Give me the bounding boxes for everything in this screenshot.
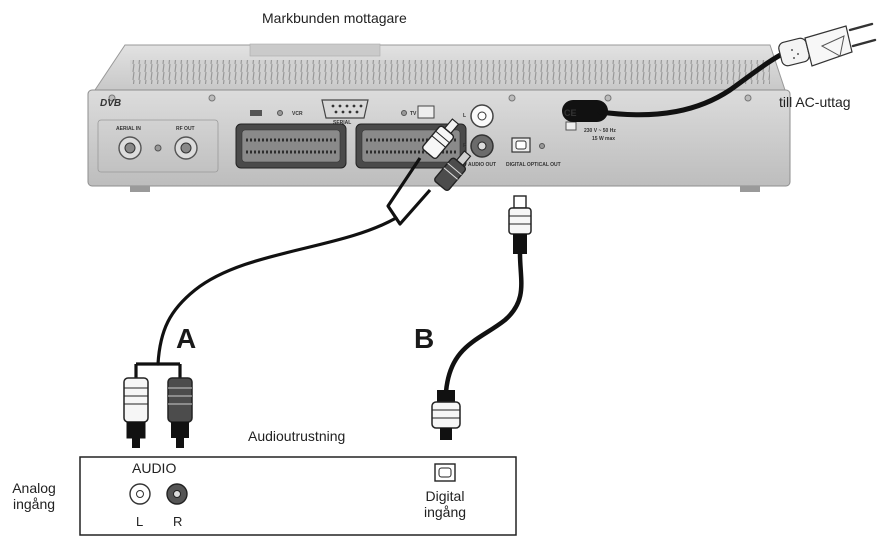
power-cable [597,49,789,118]
panel-aerial-in: AERIAL IN [116,126,141,132]
panel-vcr: VCR [292,111,303,117]
left-channel-label: L [136,514,144,529]
optical-plug-bottom [431,390,461,440]
panel-brand-logo: DVB [100,98,122,109]
power-plug-icon [778,22,877,67]
panel-serial: SERIAL [333,120,352,126]
digital-optical-out-port [511,137,531,153]
panel-digital-optical-out: DIGITAL OPTICAL OUT [506,162,561,168]
panel-power-spec-1: 230 V ~ 50 Hz [584,128,616,134]
scart-vcr-connector [235,123,347,169]
label-a: A [176,323,197,354]
receiver-box [87,43,791,192]
analog-in-l-jack [129,483,151,505]
panel-r: R [463,143,467,149]
analog-input-line1: Analog [12,480,56,496]
rca-plug-white-bottom [123,377,149,448]
rf-out-connector [174,136,198,160]
digital-input-line2: ingång [423,504,467,520]
power-cord-entry [562,100,608,122]
panel-l: L [463,113,467,119]
equipment-title: Audioutrustning [248,428,346,444]
analog-audio-cable-a [123,118,472,448]
ac-outlet-label: till AC-uttag [779,94,851,110]
analog-input-line2: ingång [12,496,56,512]
digital-input-label: Digital ingång [416,488,474,520]
rca-plug-gray-bottom [167,377,193,448]
right-channel-label: R [173,514,183,529]
optical-cable-b [431,195,532,440]
panel-rf-out: RF OUT [176,126,195,132]
audio-equipment-box [79,456,517,536]
serial-connector [321,99,369,119]
receiver-title: Markbunden mottagare [262,10,407,26]
optical-plug-top [508,195,532,254]
audio-out-l-jack [470,104,494,128]
rca-plug-gray-top [434,150,472,192]
analog-in-r-jack [166,483,188,505]
aerial-in-connector [118,136,142,160]
analog-input-label: Analog ingång [6,480,62,512]
rca-plug-white-top [422,118,460,160]
digital-input-line1: Digital [425,488,465,504]
panel-tv: TV [410,111,417,117]
audio-out-r-jack [470,134,494,158]
audio-label: AUDIO [132,460,177,476]
panel-ce-mark: CE [564,108,577,118]
digital-in-port [434,463,456,482]
label-b: B [414,323,435,354]
panel-audio-out: AUDIO OUT [468,162,497,168]
panel-power-spec-2: 15 W max [592,136,616,142]
